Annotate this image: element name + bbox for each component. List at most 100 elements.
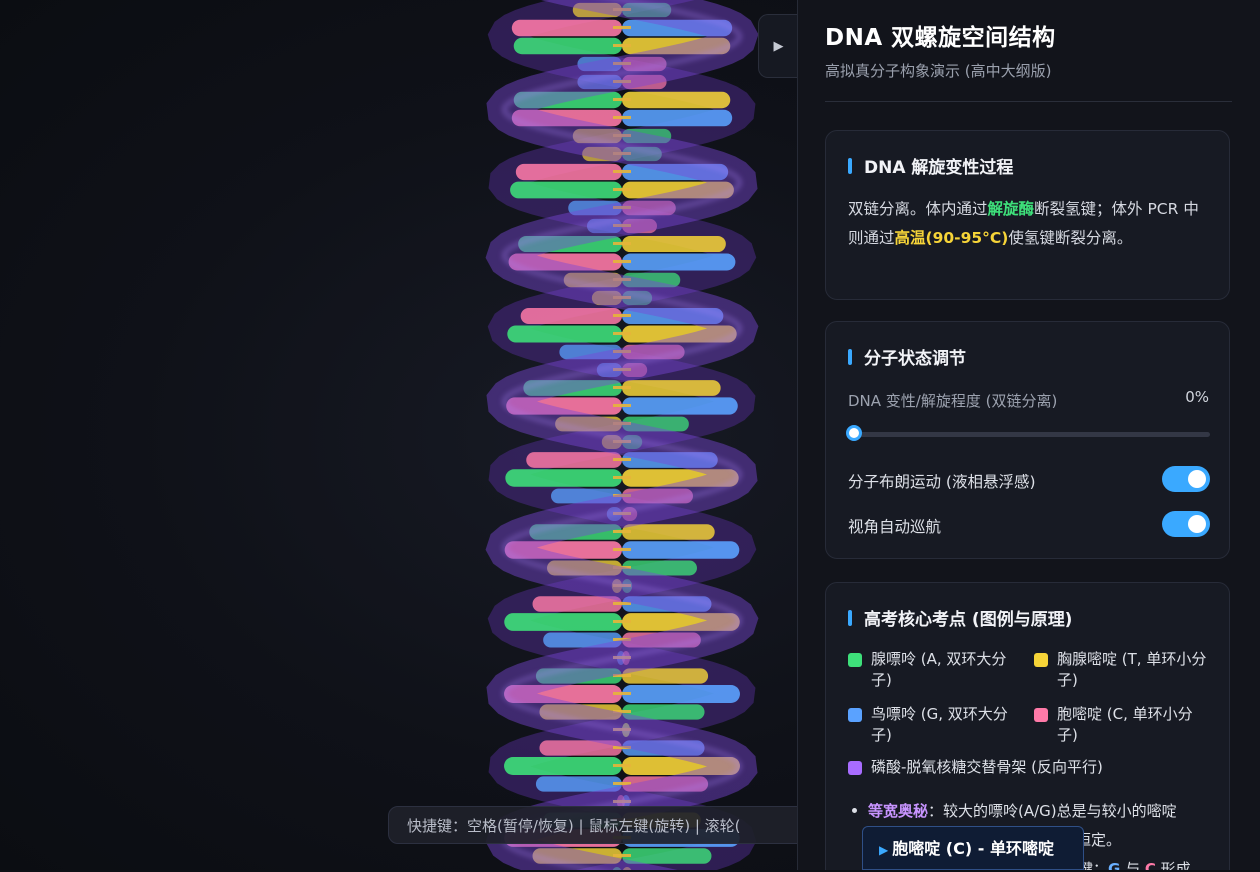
play-triangle-icon: ▶ bbox=[879, 843, 889, 857]
base-segment bbox=[622, 613, 740, 631]
base-segment bbox=[622, 235, 726, 253]
tooltip-text: 胞嘧啶 (C) - 单环嘧啶 bbox=[892, 839, 1054, 858]
legend-backbone: 磷酸-脱氧核糖交替骨架 (反向平行) bbox=[848, 757, 1171, 778]
accent-bar bbox=[848, 609, 852, 626]
hydrogen-bond bbox=[613, 26, 631, 29]
base-segment bbox=[622, 416, 689, 432]
backbone-swatch bbox=[848, 761, 862, 775]
collapse-panel-button[interactable]: ▶ bbox=[758, 14, 798, 78]
accent-bar bbox=[848, 157, 852, 174]
base-segment bbox=[622, 37, 731, 55]
guanine-highlight: G bbox=[1108, 860, 1121, 870]
card-title: 分子状态调节 bbox=[864, 349, 966, 369]
legend-thymine: 胸腺嘧啶 (T, 单环小分子) bbox=[1034, 649, 1209, 691]
page-subtitle: 高拟真分子构象演示 (高中大纲版) bbox=[825, 62, 1052, 80]
base-segment bbox=[513, 37, 622, 55]
base-segment bbox=[535, 776, 622, 792]
base-segment bbox=[535, 668, 622, 684]
hydrogen-bond bbox=[613, 296, 631, 299]
base-segment bbox=[577, 56, 622, 72]
base-segment bbox=[543, 632, 622, 648]
slider-thumb[interactable] bbox=[846, 425, 862, 441]
bullet-item: 等宽奥秘：较大的嘌呤(A/G)总是与较小的嘧啶 bbox=[848, 797, 1208, 826]
dna-3d-viewport[interactable]: 快捷键：空格(暂停/恢复) | 鼠标左键(旋转) | 滚轮( bbox=[0, 0, 797, 870]
bullet-text: 键： bbox=[1078, 860, 1109, 870]
card-header: 高考核心考点 (图例与原理) bbox=[848, 605, 1072, 630]
base-segment bbox=[622, 848, 712, 864]
hydrogen-bond bbox=[613, 260, 631, 263]
base-segment bbox=[622, 704, 705, 720]
hydrogen-bond bbox=[613, 710, 631, 713]
legend-guanine: 鸟嘌呤 (G, 双环大分子) bbox=[848, 704, 1023, 746]
hydrogen-bond bbox=[613, 278, 631, 281]
base-segment bbox=[539, 740, 622, 756]
unwind-slider-value: 0% bbox=[1185, 388, 1209, 406]
base-segment bbox=[505, 469, 622, 487]
card-header: DNA 解旋变性过程 bbox=[848, 153, 1013, 178]
base-segment bbox=[510, 181, 622, 199]
base-segment bbox=[622, 253, 736, 271]
accent-bar bbox=[848, 348, 852, 365]
base-segment bbox=[532, 596, 622, 612]
base-segment bbox=[622, 596, 712, 612]
base-segment bbox=[622, 19, 733, 37]
base-segment bbox=[622, 325, 737, 343]
hydrogen-bond bbox=[613, 548, 631, 551]
base-segment bbox=[622, 362, 648, 378]
hydrogen-bond bbox=[613, 350, 631, 353]
brownian-toggle-row[interactable]: 分子布朗运动 (液相悬浮感) bbox=[848, 466, 1210, 494]
base-segment bbox=[504, 685, 622, 703]
base-segment bbox=[508, 253, 622, 271]
cruise-toggle-row[interactable]: 视角自动巡航 bbox=[848, 511, 1210, 539]
card-title: DNA 解旋变性过程 bbox=[864, 158, 1014, 178]
hydrogen-bond bbox=[613, 224, 631, 227]
hydrogen-bond bbox=[613, 386, 631, 389]
hydrogen-bond bbox=[613, 422, 631, 425]
base-segment bbox=[504, 541, 622, 559]
base-segment bbox=[622, 452, 718, 468]
cytosine-highlight: C bbox=[1144, 860, 1156, 870]
hydrogen-bond bbox=[613, 332, 631, 335]
hydrogen-bond bbox=[613, 314, 631, 317]
bullet-text: 与 bbox=[1120, 860, 1145, 870]
auto-cruise-toggle[interactable] bbox=[1162, 511, 1210, 537]
toggle-label: 视角自动巡航 bbox=[848, 518, 942, 536]
unwind-slider[interactable] bbox=[846, 425, 1210, 441]
helicase-highlight: 解旋酶 bbox=[987, 200, 1035, 218]
text: 断裂氢键；体外 PCR 中则通过 bbox=[848, 200, 1199, 247]
base-segment bbox=[591, 290, 622, 306]
base-segment bbox=[523, 380, 622, 396]
control-panel: DNA 双螺旋空间结构 高拟真分子构象演示 (高中大纲版) DNA 解旋变性过程… bbox=[797, 0, 1260, 870]
base-segment bbox=[622, 128, 672, 144]
hydrogen-bond bbox=[613, 512, 631, 515]
hydrogen-bond bbox=[613, 98, 631, 101]
hydrogen-bond bbox=[613, 152, 631, 155]
legend-adenine: 腺嘌呤 (A, 双环大分子) bbox=[848, 649, 1023, 691]
base-segment bbox=[622, 380, 721, 396]
exam-points-card: 高考核心考点 (图例与原理) 腺嘌呤 (A, 双环大分子) 胸腺嘧啶 (T, 单… bbox=[825, 582, 1230, 870]
base-segment bbox=[622, 866, 632, 870]
hydrogen-bond bbox=[613, 206, 631, 209]
base-segment bbox=[622, 668, 709, 684]
dna-helix-model[interactable] bbox=[0, 0, 797, 870]
hydrogen-bond bbox=[613, 620, 631, 623]
base-segment bbox=[622, 163, 729, 181]
hydrogen-bond bbox=[613, 764, 631, 767]
unwind-info-card: DNA 解旋变性过程 双链分离。体内通过解旋酶断裂氢键；体外 PCR 中则通过高… bbox=[825, 130, 1230, 300]
hydrogen-bond bbox=[613, 404, 631, 407]
base-segment bbox=[526, 452, 622, 468]
base-segment bbox=[622, 74, 667, 90]
bullet-text: 形成 bbox=[1155, 860, 1191, 870]
hydrogen-bond bbox=[613, 674, 631, 677]
bullet-dot bbox=[852, 807, 857, 813]
hydrogen-bond bbox=[613, 494, 631, 497]
base-segment bbox=[622, 109, 733, 127]
brownian-toggle[interactable] bbox=[1162, 466, 1210, 492]
legend-label: 鸟嘌呤 (G, 双环大分子) bbox=[871, 705, 1008, 744]
hydrogen-bond bbox=[613, 782, 631, 785]
text: 使氢键断裂分离。 bbox=[1008, 229, 1133, 247]
base-segment bbox=[520, 308, 622, 324]
hydrogen-bond bbox=[613, 566, 631, 569]
unwind-slider-label: DNA 变性/解旋程度 (双链分离) bbox=[848, 392, 1058, 410]
hydrogen-bond bbox=[613, 476, 631, 479]
